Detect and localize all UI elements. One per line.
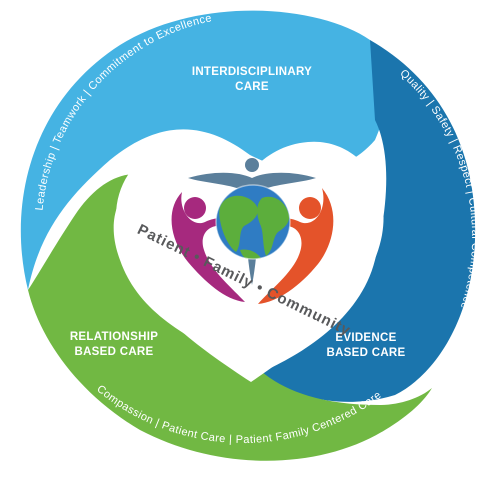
globe-icon [215, 184, 291, 260]
evidence-based-care-segment [262, 40, 476, 402]
evidence-based-care-title-line2: BASED CARE [326, 347, 405, 359]
interdisciplinary-care-title-line2: CARE [235, 81, 269, 93]
relationship-based-care-title: RELATIONSHIP [70, 331, 158, 343]
relationship-based-care-title-line2: BASED CARE [74, 346, 153, 358]
interdisciplinary-care-segment [20, 10, 389, 290]
evidence-based-care-title: EVIDENCE [335, 332, 396, 344]
relationship-based-care-segment [28, 174, 432, 461]
interdisciplinary-care-title: INTERDISCIPLINARY [192, 66, 312, 78]
